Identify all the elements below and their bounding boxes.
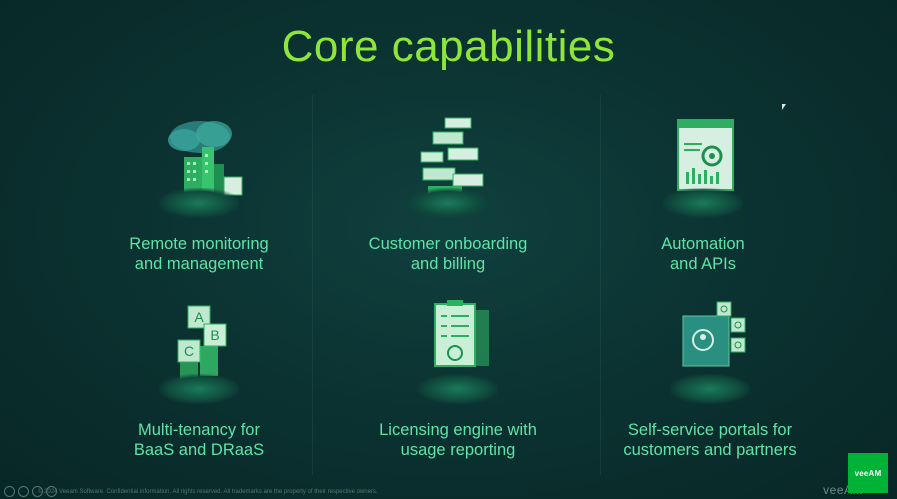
pen-icon[interactable] <box>32 486 43 497</box>
capability-self-service-portals: Self-service portals for customers and p… <box>570 296 850 460</box>
capability-label-line2: usage reporting <box>400 441 516 459</box>
capability-label-line1: Self-service portals for <box>627 421 793 439</box>
gear-panel-icon <box>648 102 758 222</box>
capability-label-line1: Remote monitoring <box>129 235 269 253</box>
svg-text:A: A <box>194 309 204 325</box>
svg-text:B: B <box>210 327 219 343</box>
capability-label-line1: Multi-tenancy for <box>138 421 260 439</box>
prev-slide-icon[interactable] <box>4 486 15 497</box>
footer-legal-text: © 2024 Veeam Software. Confidential info… <box>38 489 378 495</box>
capability-remote-monitoring: Remote monitoring and management <box>59 102 339 274</box>
capability-label-line1: Customer onboarding <box>368 235 528 253</box>
capability-customer-onboarding: Customer onboarding and billing <box>308 102 588 274</box>
capability-label-line1: Automation <box>661 235 745 253</box>
capability-label-line2: customers and partners <box>623 441 797 459</box>
page-title: Core capabilities <box>281 22 616 71</box>
capability-label-line2: and APIs <box>669 255 737 273</box>
mouse-cursor-icon <box>782 104 786 110</box>
slide-controls[interactable] <box>4 486 57 497</box>
layered-cards-icon <box>393 102 503 222</box>
capability-label-line1: Licensing engine with <box>379 421 537 439</box>
user-portal-icon <box>655 296 765 408</box>
next-slide-icon[interactable] <box>18 486 29 497</box>
abc-cubes-icon: A B C <box>144 296 254 408</box>
clipboard-report-icon <box>403 296 513 408</box>
capability-licensing-engine: Licensing engine with usage reporting <box>318 296 598 460</box>
capability-multi-tenancy: A B C Multi-tenancy for BaaS and DRaaS <box>59 296 339 460</box>
capability-label-line2: BaaS and DRaaS <box>133 441 265 459</box>
column-divider-left <box>312 95 313 475</box>
capability-label-line2: and billing <box>410 255 486 273</box>
capability-automation: Automation and APIs <box>563 102 843 274</box>
svg-text:C: C <box>184 343 194 359</box>
column-divider-right <box>600 95 601 475</box>
veeam-logo-badge: veeAM <box>848 453 888 493</box>
cloud-city-icon <box>144 102 254 222</box>
zoom-icon[interactable] <box>46 486 57 497</box>
capability-label-line2: and management <box>134 255 264 273</box>
